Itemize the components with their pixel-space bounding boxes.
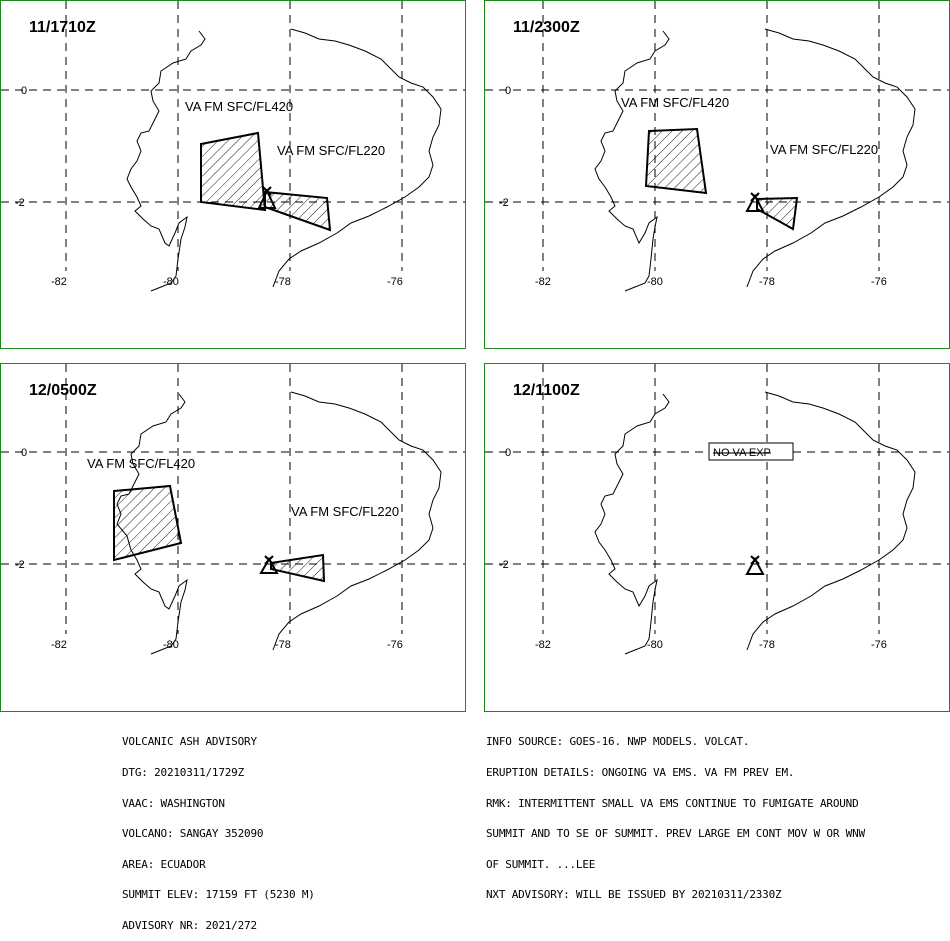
border-line (272, 391, 442, 651)
volcano-icon (745, 555, 765, 575)
lon-tick-minus82: -82 (535, 639, 551, 651)
lon-tick-minus82: -82 (51, 276, 67, 288)
map-canvas-3: VA FM SFC/FL420 VA FM SFC/FL220 0 -2 -82… (1, 364, 465, 655)
lat-tick-0: 0 (505, 447, 511, 459)
remarks-rmk-1: RMK: INTERMITTENT SMALL VA EMS CONTINUE … (486, 796, 859, 810)
advisory-area: AREA: ECUADOR (122, 857, 206, 871)
ash-area-fl420 (644, 127, 708, 195)
coastline (594, 393, 670, 655)
coastline (126, 30, 206, 292)
lat-tick-minus2: -2 (499, 197, 509, 209)
advisory-vaac: VAAC: WASHINGTON (122, 796, 225, 810)
advisory-volcano: VOLCANO: SANGAY 352090 (122, 827, 264, 841)
grid-lines (1, 1, 465, 271)
lon-tick-minus76: -76 (871, 276, 887, 288)
volcano-icon (257, 186, 277, 209)
ash-label-fl220: VA FM SFC/FL220 (770, 142, 878, 157)
ash-area-fl420 (113, 484, 183, 562)
lon-tick-minus80: -80 (163, 639, 179, 651)
remarks-info-source: INFO SOURCE: GOES-16. NWP MODELS. VOLCAT… (486, 735, 750, 749)
ash-area-fl220 (756, 196, 799, 231)
map-canvas-2: VA FM SFC/FL420 VA FM SFC/FL220 0 -2 -82… (485, 1, 949, 292)
lon-tick-minus78: -78 (275, 639, 291, 651)
lon-tick-minus78: -78 (759, 639, 775, 651)
coastline (594, 30, 670, 292)
remarks-rmk-2: SUMMIT AND TO SE OF SUMMIT. PREV LARGE E… (486, 827, 865, 841)
map-panel-4: NO VA EXP 0 -2 -82 -80 -78 -76 12/1100Z (484, 363, 950, 712)
map-canvas-1: VA FM SFC/FL420 VA FM SFC/FL220 0 -2 -82… (1, 1, 465, 292)
lat-tick-minus2: -2 (499, 559, 509, 571)
border-line (746, 391, 916, 651)
border-line (746, 28, 916, 288)
advisory-summit: SUMMIT ELEV: 17159 FT (5230 M) (122, 888, 315, 902)
lon-tick-minus80: -80 (647, 276, 663, 288)
grid-lines (485, 364, 949, 634)
ash-label-fl220: VA FM SFC/FL220 (291, 504, 399, 519)
map-panel-3: VA FM SFC/FL420 VA FM SFC/FL220 0 -2 -82… (0, 363, 466, 712)
lat-tick-0: 0 (505, 85, 511, 97)
lon-tick-minus78: -78 (275, 276, 291, 288)
panel-time-1: 11/1710Z (29, 19, 96, 36)
panel-time-4: 12/1100Z (513, 382, 580, 399)
ash-area-fl220 (270, 553, 326, 583)
advisory-block: VOLCANIC ASH ADVISORY DTG: 20210311/1729… (122, 717, 315, 941)
no-va-label: NO VA EXP (713, 447, 771, 459)
panel-time-2: 11/2300Z (513, 19, 580, 36)
border-line (272, 28, 442, 288)
remarks-eruption: ERUPTION DETAILS: ONGOING VA EMS. VA FM … (486, 766, 795, 779)
panel-time-3: 12/0500Z (29, 382, 97, 399)
ash-label-fl420: VA FM SFC/FL420 (87, 456, 195, 471)
lon-tick-minus76: -76 (387, 639, 403, 651)
lat-tick-minus2: -2 (15, 197, 25, 209)
lon-tick-minus82: -82 (535, 276, 551, 288)
map-canvas-4: NO VA EXP 0 -2 -82 -80 -78 -76 (485, 364, 949, 655)
lon-tick-minus76: -76 (387, 276, 403, 288)
advisory-nr: ADVISORY NR: 2021/272 (122, 918, 257, 932)
lon-tick-minus80: -80 (163, 276, 179, 288)
ash-label-fl420: VA FM SFC/FL420 (621, 95, 729, 110)
lat-tick-minus2: -2 (15, 559, 25, 571)
lat-tick-0: 0 (21, 447, 27, 459)
remarks-next: NXT ADVISORY: WILL BE ISSUED BY 20210311… (486, 888, 782, 902)
advisory-title: VOLCANIC ASH ADVISORY (122, 735, 257, 749)
no-va-box (708, 442, 794, 461)
lon-tick-minus78: -78 (759, 276, 775, 288)
grid-lines (485, 1, 949, 271)
ash-area-fl420 (200, 131, 267, 212)
map-panel-1: VA FM SFC/FL420 VA FM SFC/FL220 0 -2 -82… (0, 0, 466, 349)
volcano-icon (745, 192, 765, 212)
ash-label-fl220: VA FM SFC/FL220 (277, 143, 385, 158)
ash-area-fl220 (264, 190, 332, 232)
lon-tick-minus80: -80 (647, 639, 663, 651)
lat-tick-0: 0 (21, 85, 27, 97)
ash-label-fl420: VA FM SFC/FL420 (185, 99, 293, 114)
advisory-dtg: DTG: 20210311/1729Z (122, 766, 245, 779)
volcano-icon (259, 555, 279, 574)
grid-lines (1, 364, 465, 634)
remarks-rmk-3: OF SUMMIT. ...LEE (486, 857, 596, 871)
lon-tick-minus76: -76 (871, 639, 887, 651)
remarks-block: INFO SOURCE: GOES-16. NWP MODELS. VOLCAT… (486, 717, 865, 911)
map-panel-2: VA FM SFC/FL420 VA FM SFC/FL220 0 -2 -82… (484, 0, 950, 349)
lon-tick-minus82: -82 (51, 639, 67, 651)
